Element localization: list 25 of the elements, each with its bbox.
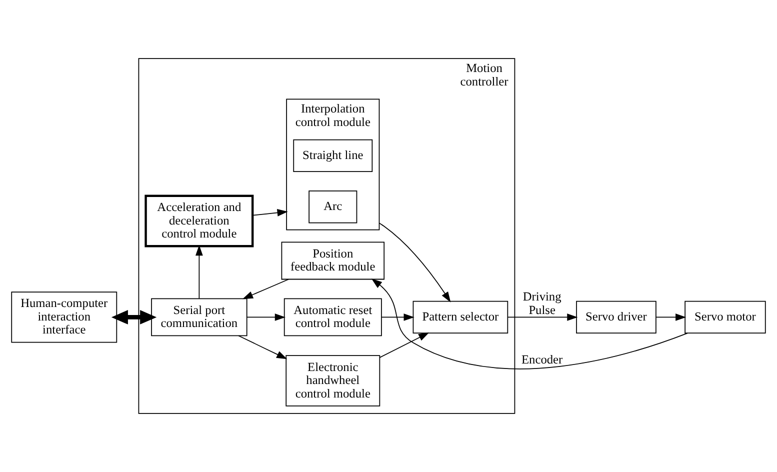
node-box: Automatic reset control module [284,298,382,336]
arrow [508,314,578,321]
arrow [371,278,688,370]
arrow [195,245,203,299]
arrow [238,335,288,360]
edge-label: Driving Pulse [522,290,562,317]
node-box: Servo driver [576,300,656,334]
arrow [379,332,430,358]
arrow [381,314,414,321]
edge-label: Encoder [522,352,563,366]
node-box: Serial port communication [151,298,248,336]
arrow [378,222,451,302]
arrow [252,209,288,216]
node-box: Servo motor [684,300,766,334]
arrow [111,310,157,324]
node-box: Human-computer interaction interface [11,292,118,343]
arrow [242,278,290,300]
node-box: Pattern selector [412,300,508,334]
arrow [246,314,286,321]
node-box: Electronic handwheel control module [286,355,380,406]
node-box: Acceleration and deceleration control module [144,194,254,248]
node-box: Position feedback module [281,242,385,280]
node-box: Straight line [293,139,373,172]
arrow [656,314,686,321]
node-box: Arc [308,190,358,224]
